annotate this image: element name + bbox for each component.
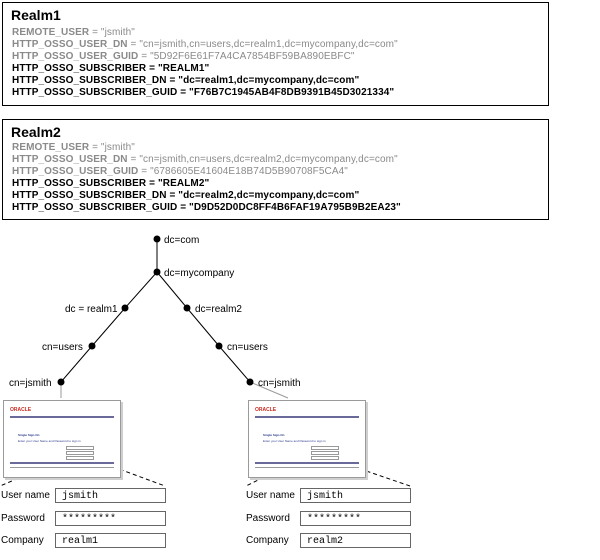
- thumbnail-header-bar: [255, 416, 359, 418]
- thumbnail-field: [311, 446, 339, 450]
- password-field-left[interactable]: *********: [55, 511, 166, 526]
- attr-key: HTTP_OSSO_SUBSCRIBER_GUID: [12, 87, 178, 98]
- label-realm1: dc = realm1: [65, 304, 118, 315]
- attr-key: HTTP_OSSO_USER_DN: [12, 154, 128, 165]
- company-field-right[interactable]: realm2: [300, 533, 411, 548]
- attr-key: HTTP_OSSO_USER_DN: [12, 39, 128, 50]
- thumbnail-footer-bar: [10, 462, 114, 464]
- attr-key: HTTP_OSSO_SUBSCRIBER_GUID: [12, 202, 178, 213]
- edge-users-user-right: [218, 345, 251, 383]
- username-field-right[interactable]: jsmith: [300, 488, 411, 503]
- node-users-right: [215, 342, 223, 350]
- realm1-box: Realm1 REMOTE_USER = "jsmith" HTTP_OSSO_…: [2, 2, 549, 106]
- attr-value: = "REALM2": [146, 178, 210, 189]
- thumbnail-field: [66, 446, 94, 450]
- attr-value: = "cn=jsmith,cn=users,dc=realm2,dc=mycom…: [127, 154, 398, 165]
- attr-key: REMOTE_USER: [12, 142, 90, 153]
- node-realm1: [121, 304, 129, 312]
- company-label-right: Company: [246, 535, 289, 546]
- password-label-left: Password: [1, 513, 45, 524]
- attr-key: HTTP_OSSO_SUBSCRIBER: [12, 178, 147, 189]
- attr-key: HTTP_OSSO_SUBSCRIBER_DN: [12, 75, 167, 86]
- password-label-right: Password: [246, 513, 290, 524]
- login-page-thumbnail-right: ORACLE Single Sign-On Enter your User Na…: [248, 400, 366, 478]
- company-field-left[interactable]: realm1: [55, 533, 166, 548]
- thumbnail-field: [311, 451, 339, 455]
- connector-right: [249, 381, 289, 399]
- attr-value: = "cn=jsmith,cn=users,dc=realm1,dc=mycom…: [127, 39, 398, 50]
- realm1-remote-user: REMOTE_USER = "jsmith": [12, 27, 135, 38]
- realm2-user-guid: HTTP_OSSO_USER_GUID = "6786605E41604E18B…: [12, 166, 348, 177]
- realm1-user-guid: HTTP_OSSO_USER_GUID = "5D92F6E61F7A4CA78…: [12, 51, 355, 62]
- realm1-title: Realm1: [11, 7, 61, 23]
- attr-key: HTTP_OSSO_SUBSCRIBER_DN: [12, 190, 167, 201]
- label-users-right: cn=users: [227, 342, 268, 353]
- edge-realm1-users: [91, 307, 126, 347]
- label-user-right: cn=jsmith: [258, 378, 301, 389]
- attr-value: = "D9D52D0DC8FF4B6FAF19A795B9B2EA23": [177, 202, 401, 213]
- realm2-title: Realm2: [11, 124, 61, 140]
- node-root: [153, 235, 161, 243]
- label-user-left: cn=jsmith: [9, 378, 52, 389]
- thumbnail-field: [66, 451, 94, 455]
- oracle-logo: ORACLE: [10, 407, 32, 413]
- label-root: dc=com: [164, 235, 199, 246]
- username-label-left: User name: [1, 490, 50, 501]
- company-label-left: Company: [1, 535, 44, 546]
- node-user-right: [246, 378, 254, 386]
- password-field-right[interactable]: *********: [300, 511, 411, 526]
- node-realm2: [183, 304, 191, 312]
- login-page-thumbnail-left: ORACLE Single Sign-On Enter your User Na…: [3, 400, 121, 478]
- thumbnail-subheading: Enter your User Name and Password to sig…: [263, 439, 326, 443]
- attr-value: = "5D92F6E61F7A4CA7854BF59BA890EBFC": [138, 51, 355, 62]
- thumbnail-heading: Single Sign-On: [263, 433, 285, 437]
- thumbnail-header-bar: [10, 416, 114, 418]
- label-mycompany: dc=mycompany: [164, 268, 234, 279]
- oracle-logo: ORACLE: [255, 407, 277, 413]
- attr-value: = "dc=realm2,dc=mycompany,dc=com": [166, 190, 360, 201]
- attr-value: = "6786605E41604E18B74D5B90708F5CA4": [138, 166, 348, 177]
- node-users-left: [88, 342, 96, 350]
- node-user-left: [57, 378, 65, 386]
- realm2-subscriber-guid: HTTP_OSSO_SUBSCRIBER_GUID = "D9D52D0DC8F…: [12, 202, 401, 213]
- edge-mycompany-realm2: [156, 271, 188, 309]
- realm2-user-dn: HTTP_OSSO_USER_DN = "cn=jsmith,cn=users,…: [12, 154, 398, 165]
- attr-value: = "REALM1": [146, 63, 210, 74]
- realm1-subscriber-guid: HTTP_OSSO_SUBSCRIBER_GUID = "F76B7C1945A…: [12, 87, 394, 98]
- thumbnail-field: [311, 456, 339, 460]
- realm1-subscriber-dn: HTTP_OSSO_SUBSCRIBER_DN = "dc=realm1,dc=…: [12, 75, 359, 86]
- label-users-left: cn=users: [42, 342, 83, 353]
- attr-key: HTTP_OSSO_USER_GUID: [12, 166, 139, 177]
- node-mycompany: [153, 268, 161, 276]
- attr-value: = "F76B7C1945AB4F8DB9391B45D3021334": [177, 87, 395, 98]
- thumbnail-heading: Single Sign-On: [18, 433, 40, 437]
- label-realm2: dc=realm2: [195, 304, 242, 315]
- realm1-user-dn: HTTP_OSSO_USER_DN = "cn=jsmith,cn=users,…: [12, 39, 398, 50]
- thumbnail-footer-bar: [255, 462, 359, 464]
- zoom-line-left-b: [99, 461, 166, 487]
- attr-value: = "jsmith": [89, 142, 135, 153]
- thumbnail-field: [66, 456, 94, 460]
- username-field-left[interactable]: jsmith: [55, 488, 166, 503]
- username-label-right: User name: [246, 490, 295, 501]
- thumbnail-subheading: Enter your User Name and Password to sig…: [18, 439, 81, 443]
- edge-realm2-users: [186, 307, 220, 347]
- thumbnail-footer-line: [10, 467, 114, 468]
- realm2-subscriber-dn: HTTP_OSSO_SUBSCRIBER_DN = "dc=realm2,dc=…: [12, 190, 359, 201]
- thumbnail-footer-line: [255, 467, 359, 468]
- attr-key: HTTP_OSSO_SUBSCRIBER: [12, 63, 147, 74]
- realm1-subscriber: HTTP_OSSO_SUBSCRIBER = "REALM1": [12, 63, 209, 74]
- zoom-line-right-b: [339, 461, 411, 487]
- edge-mycompany-realm1: [124, 271, 158, 309]
- realm2-subscriber: HTTP_OSSO_SUBSCRIBER = "REALM2": [12, 178, 209, 189]
- attr-key: HTTP_OSSO_USER_GUID: [12, 51, 139, 62]
- realm2-remote-user: REMOTE_USER = "jsmith": [12, 142, 135, 153]
- edge-users-user-left: [60, 345, 93, 383]
- realm2-box: Realm2 REMOTE_USER = "jsmith" HTTP_OSSO_…: [2, 119, 549, 220]
- attr-value: = "dc=realm1,dc=mycompany,dc=com": [166, 75, 360, 86]
- attr-key: REMOTE_USER: [12, 27, 90, 38]
- attr-value: = "jsmith": [89, 27, 135, 38]
